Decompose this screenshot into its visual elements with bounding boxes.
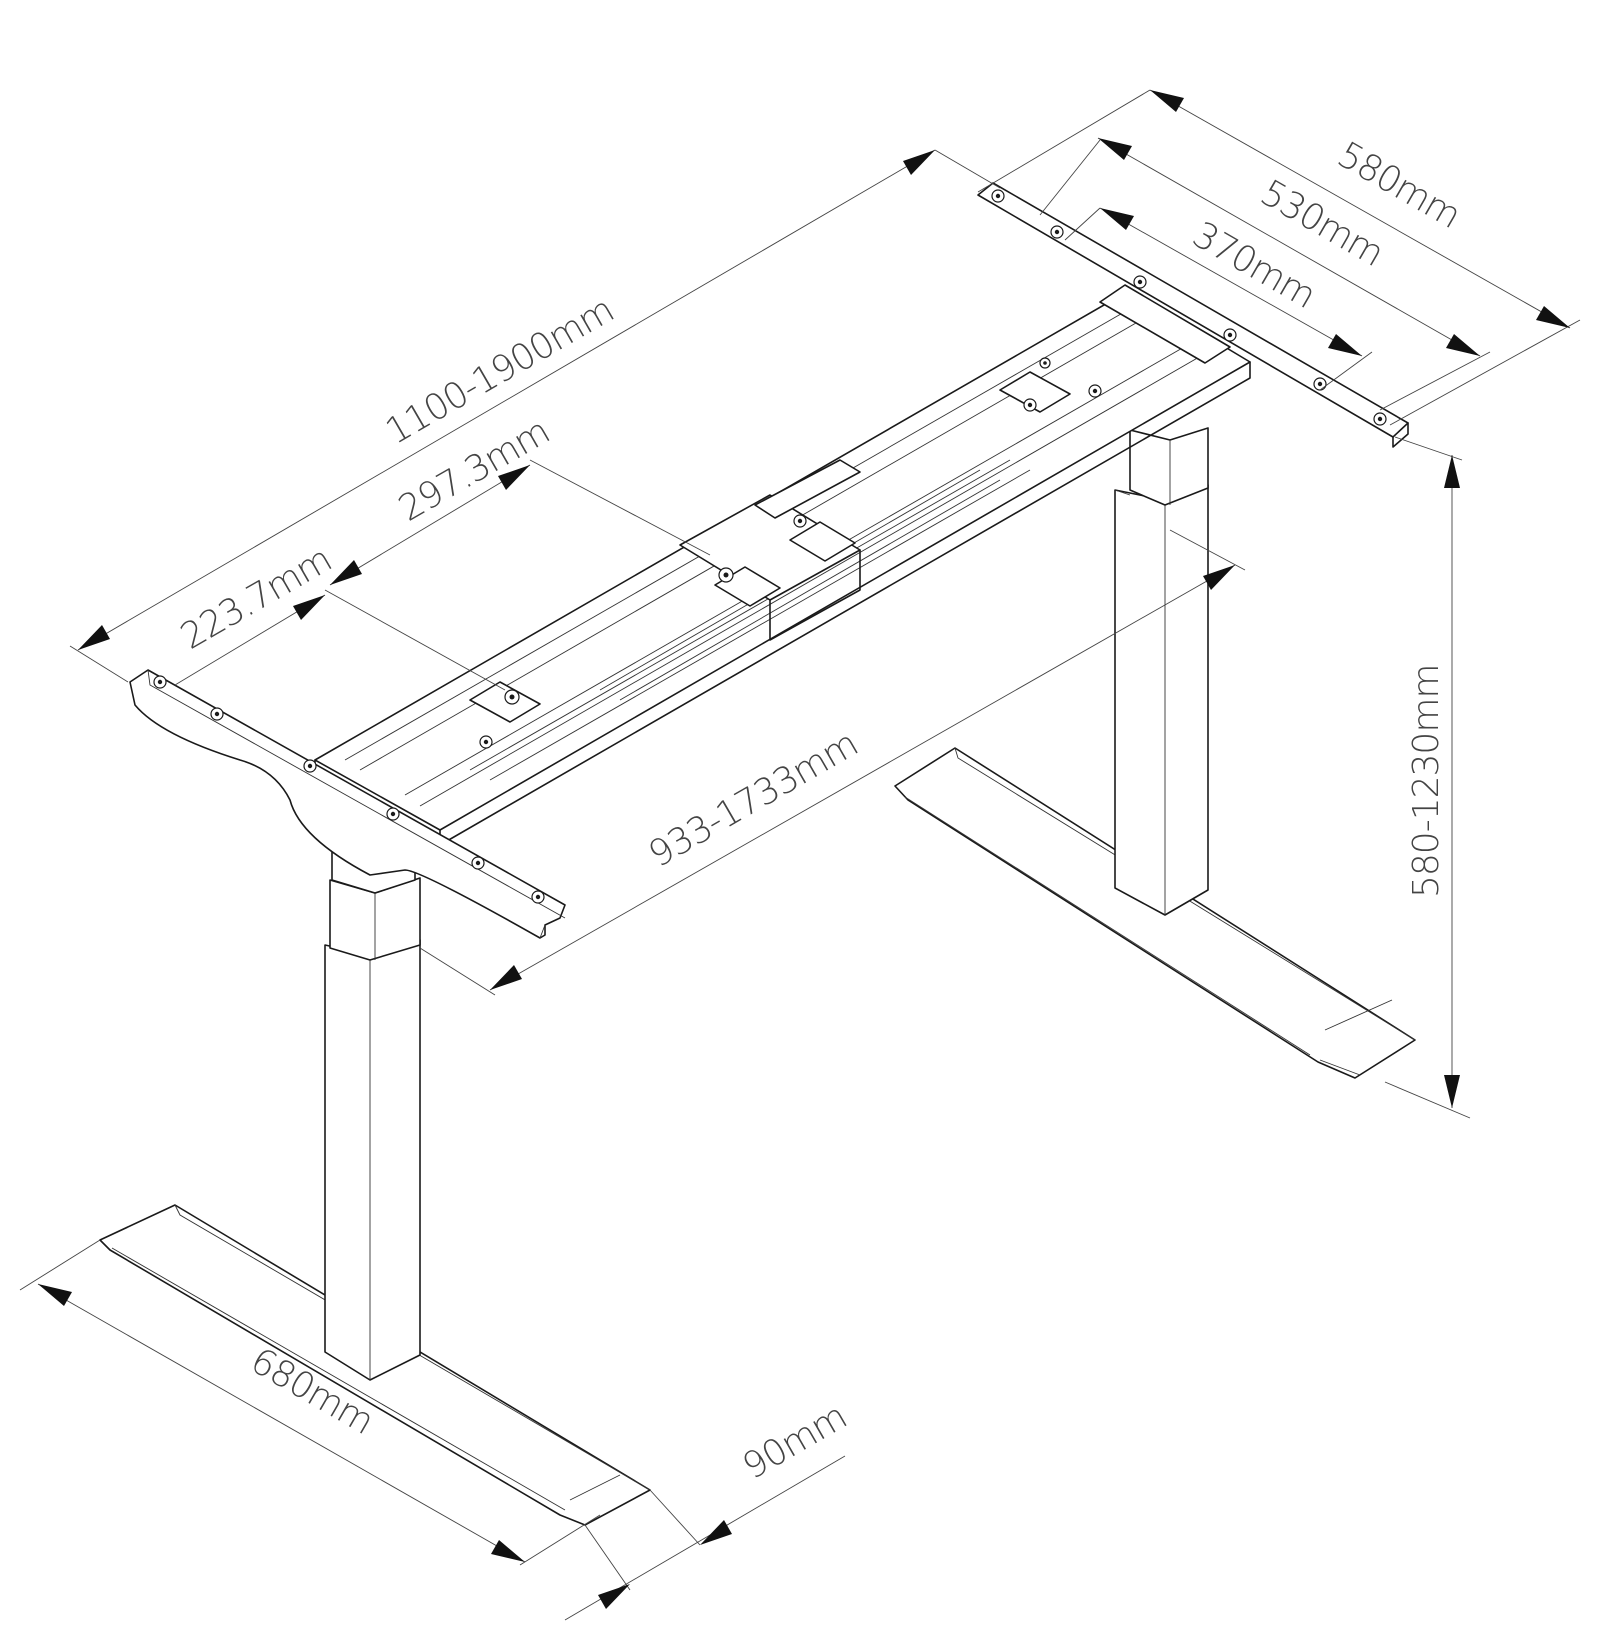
dim-90-label: 90mm [736, 1396, 853, 1487]
dim-223-label: 223.7mm [174, 539, 338, 658]
dim-933-1733-label: 933-1733mm [642, 724, 865, 876]
right-leg-column [1114, 427, 1209, 916]
dimension-lines [19, 89, 1581, 1621]
cross-beam [314, 289, 1251, 846]
right-foot [894, 747, 1416, 1079]
dim-580-1230-label: 580-1230mm [1406, 665, 1447, 898]
right-top-bracket [977, 182, 1409, 448]
dim-1100-1900-label: 1100-1900mm [379, 290, 621, 453]
beam-bolts [479, 357, 1102, 749]
left-leg-column [324, 844, 421, 1381]
left-top-bracket [129, 669, 566, 939]
